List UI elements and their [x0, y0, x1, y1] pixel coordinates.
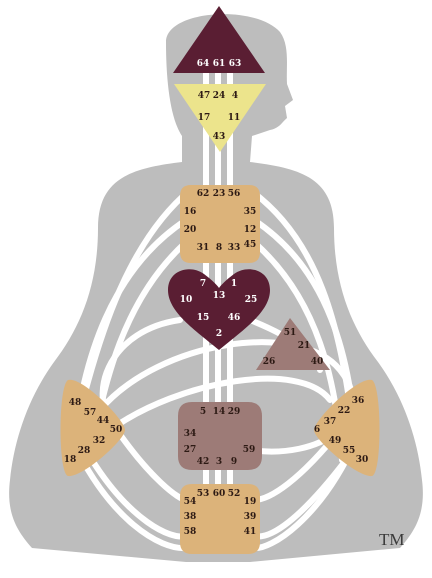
gate-50: 50: [110, 425, 123, 435]
gate-45: 45: [244, 240, 257, 250]
gate-54: 54: [184, 497, 197, 507]
gate-32: 32: [93, 436, 106, 446]
gate-5: 5: [200, 407, 206, 417]
sacral-shape: [178, 402, 262, 470]
gate-13: 13: [213, 291, 226, 301]
gate-36: 36: [352, 396, 365, 406]
spleen-shape: [60, 379, 125, 477]
gate-6: 6: [314, 425, 320, 435]
gate-59: 59: [243, 445, 256, 455]
ajna-shape: [174, 84, 266, 152]
gate-7: 7: [200, 279, 206, 289]
g-shape: [168, 269, 270, 350]
gate-23: 23: [213, 189, 226, 199]
gate-25: 25: [245, 295, 258, 305]
gate-42: 42: [197, 457, 210, 467]
channel-line-18: [97, 339, 356, 455]
gate-26: 26: [263, 357, 276, 367]
gate-9: 9: [231, 457, 237, 467]
throat-shape: [180, 185, 260, 263]
gate-11: 11: [228, 113, 241, 123]
gate-46: 46: [228, 313, 241, 323]
gate-48: 48: [69, 398, 82, 408]
channel-line-14: [89, 457, 189, 540]
head-shape: [173, 6, 265, 73]
solar-plexus-shape: [314, 379, 380, 477]
gate-34: 34: [184, 429, 197, 439]
channel-line-17: [251, 437, 359, 552]
gate-52: 52: [228, 489, 241, 499]
gate-3: 3: [216, 457, 222, 467]
gate-4: 4: [232, 91, 238, 101]
root-shape: [180, 484, 260, 554]
gate-55: 55: [343, 446, 356, 456]
gate-49: 49: [329, 436, 342, 446]
gate-20: 20: [184, 225, 197, 235]
gate-39: 39: [244, 512, 257, 522]
gate-44: 44: [97, 416, 110, 426]
gate-1: 1: [231, 279, 237, 289]
gate-8: 8: [216, 243, 222, 253]
gate-19: 19: [244, 497, 257, 507]
gate-24: 24: [213, 91, 226, 101]
gate-56: 56: [228, 189, 241, 199]
gate-15: 15: [197, 313, 210, 323]
gate-47: 47: [198, 91, 211, 101]
channel-line-19: [107, 375, 333, 433]
gate-22: 22: [338, 406, 351, 416]
gate-43: 43: [213, 132, 226, 142]
gate-12: 12: [244, 225, 257, 235]
gate-53: 53: [197, 489, 210, 499]
gate-30: 30: [356, 455, 369, 465]
gate-60: 60: [213, 489, 226, 499]
gate-58: 58: [184, 527, 197, 537]
gate-14: 14: [213, 407, 226, 417]
ego-shape: [256, 318, 330, 370]
trademark-label: TM: [379, 530, 405, 549]
gate-40: 40: [311, 357, 324, 367]
g-center: 7 1 13 10 25 15 46 2: [168, 269, 270, 350]
gate-62: 62: [197, 189, 210, 199]
gate-18: 18: [64, 455, 77, 465]
gate-33: 33: [228, 243, 241, 253]
gate-21: 21: [298, 341, 311, 351]
gate-38: 38: [184, 512, 197, 522]
gate-2: 2: [216, 329, 222, 339]
gate-35: 35: [244, 207, 257, 217]
gate-61: 61: [213, 59, 226, 69]
gate-10: 10: [180, 295, 193, 305]
gate-16: 16: [184, 207, 197, 217]
gate-37: 37: [324, 417, 337, 427]
gate-64: 64: [197, 59, 210, 69]
gate-29: 29: [228, 407, 241, 417]
gate-57: 57: [84, 408, 97, 418]
gate-27: 27: [184, 445, 197, 455]
gate-51: 51: [284, 328, 297, 338]
gate-17: 17: [198, 113, 211, 123]
gate-28: 28: [78, 446, 91, 456]
gate-31: 31: [197, 243, 210, 253]
gate-41: 41: [244, 527, 257, 537]
gate-63: 63: [229, 59, 242, 69]
